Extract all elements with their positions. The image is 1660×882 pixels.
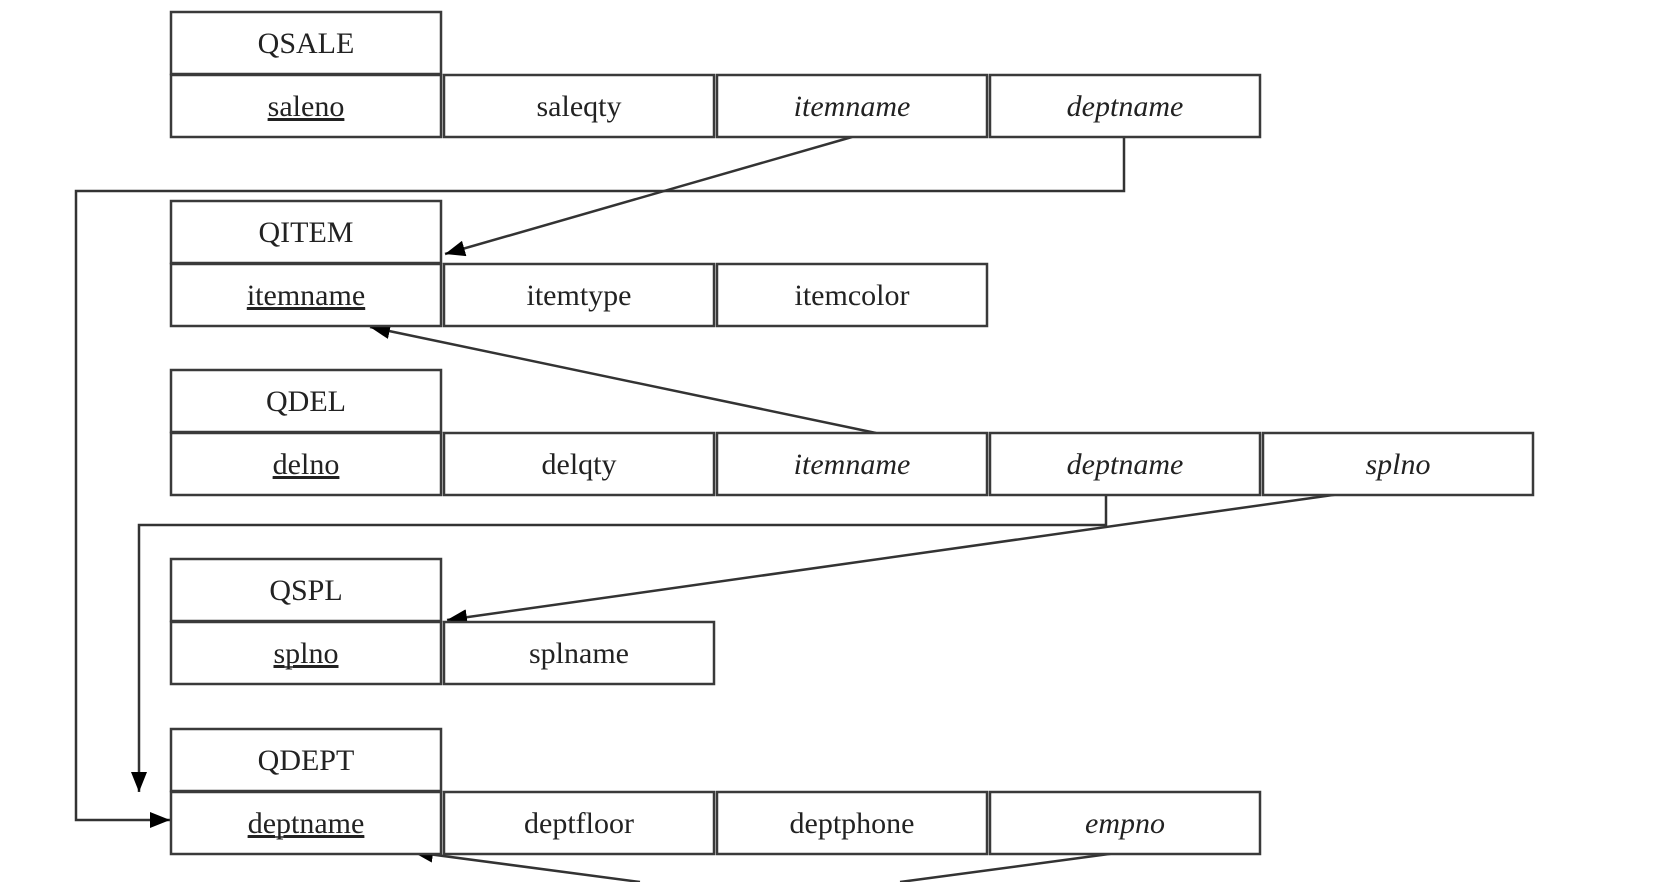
primary-key-column: deptname [248, 807, 365, 840]
column-box [169, 431, 443, 497]
primary-key-column: saleno [268, 90, 345, 123]
column-name: itemtype [527, 279, 632, 312]
column-name: splname [529, 637, 629, 670]
table-qdept: QDEPT deptname deptfloor deptphone empno [169, 727, 1262, 856]
relationship-lines [74, 135, 1341, 882]
table-header-box [169, 199, 443, 265]
column-name: deptfloor [524, 807, 634, 840]
column-name: saleqty [537, 90, 622, 123]
column-box [169, 790, 443, 856]
column-name: delqty [542, 448, 617, 481]
column-box [442, 620, 716, 686]
rel-qdept-empno-to-qdept-deptname [899, 850, 1125, 882]
rel-qsale-itemname-to-qitem [444, 135, 853, 257]
table-name: QDEPT [258, 744, 355, 777]
rel-qdel-splno-to-qspl [446, 492, 1341, 626]
column-box [442, 431, 716, 497]
rel-qsale-deptname-to-qdept [74, 137, 1126, 828]
column-box [715, 790, 989, 856]
column-name: itemcolor [795, 279, 910, 312]
rel-qdel-itemname-to-qitem [369, 323, 877, 435]
column-box [442, 73, 716, 139]
table-name: QSPL [269, 574, 342, 607]
table-name: QITEM [259, 216, 354, 249]
foreign-key-column: itemname [794, 448, 911, 481]
foreign-key-column: splno [1365, 448, 1430, 481]
table-name: QSALE [258, 27, 355, 60]
primary-key-column: splno [273, 637, 338, 670]
table-qsale: QSALE saleno saleqty itemname deptname [169, 10, 1262, 139]
column-box [442, 790, 716, 856]
foreign-key-column: deptname [1067, 448, 1184, 481]
column-box [988, 790, 1262, 856]
rel-qdel-deptname-to-qdept [131, 494, 1108, 792]
foreign-key-column: itemname [794, 90, 911, 123]
column-name: deptphone [790, 807, 915, 840]
column-box [169, 73, 443, 139]
column-box [442, 262, 716, 328]
primary-key-column: delno [273, 448, 340, 481]
column-box [715, 262, 989, 328]
table-name: QDEL [266, 385, 346, 418]
rel-qdept-empno-return [412, 846, 641, 882]
table-qitem: QITEM itemname itemtype itemcolor [169, 199, 989, 328]
column-box [1261, 431, 1535, 497]
table-qdel: QDEL delno delqty itemname deptname splno [169, 368, 1535, 497]
table-qspl: QSPL splno splname [169, 557, 716, 686]
column-box [169, 620, 443, 686]
column-box [169, 262, 443, 328]
table-header-box [169, 557, 443, 623]
column-box [715, 431, 989, 497]
column-box [988, 73, 1262, 139]
column-box [715, 73, 989, 139]
primary-key-column: itemname [247, 279, 365, 312]
column-box [988, 431, 1262, 497]
foreign-key-column: empno [1085, 807, 1165, 840]
foreign-key-column: deptname [1067, 90, 1184, 123]
